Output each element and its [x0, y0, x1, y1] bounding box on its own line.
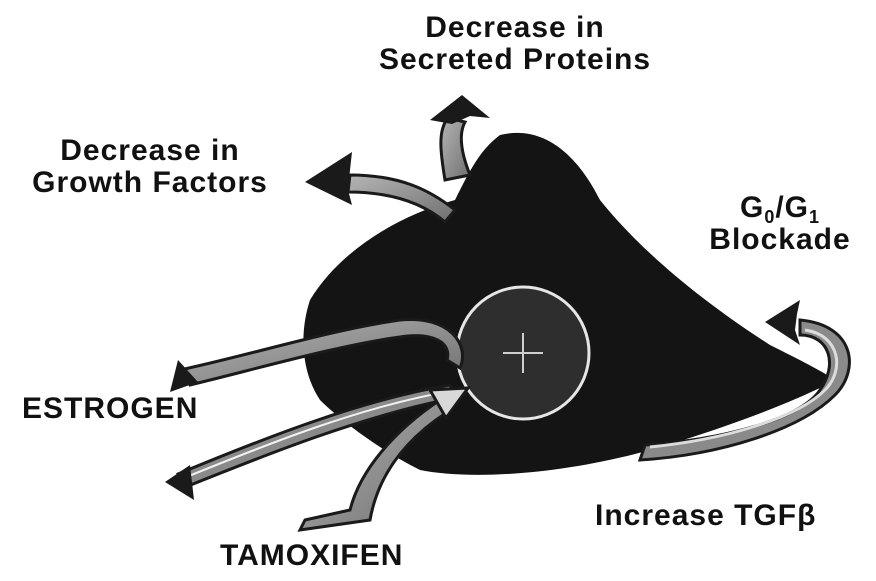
g0-letter: G	[740, 191, 764, 224]
secreted-proteins-arrow-head	[430, 95, 490, 124]
growth-factors-arrow-head	[305, 152, 352, 205]
secreted-proteins-label-line2: Secreted Proteins	[360, 44, 670, 76]
g0-g1-label: G0/G1	[700, 192, 860, 224]
blockade-label: Blockade	[700, 224, 860, 256]
growth-factors-label-line1: Decrease in	[30, 135, 270, 167]
g0-g1-blockade-label: G0/G1 Blockade	[700, 192, 860, 257]
g1-letter: G	[785, 191, 809, 224]
growth-factors-label-line2: Growth Factors	[30, 167, 270, 199]
g-slash: /	[775, 191, 784, 224]
secreted-proteins-arrow-shaft	[441, 118, 470, 180]
g0-subscript: 0	[764, 207, 775, 227]
growth-factors-arrow-shaft	[348, 175, 455, 222]
g1-subscript: 1	[809, 207, 820, 227]
estrogen-out-arrow-head	[165, 465, 194, 500]
growth-factors-label: Decrease in Growth Factors	[30, 135, 270, 200]
increase-tgf-beta-label: Increase TGFβ	[595, 500, 816, 532]
secreted-proteins-label-line1: Decrease in	[360, 12, 670, 44]
tamoxifen-label: TAMOXIFEN	[220, 540, 403, 572]
blockade-arrow-head	[765, 300, 800, 345]
estrogen-label: ESTROGEN	[22, 393, 198, 425]
secreted-proteins-label: Decrease in Secreted Proteins	[360, 12, 670, 77]
